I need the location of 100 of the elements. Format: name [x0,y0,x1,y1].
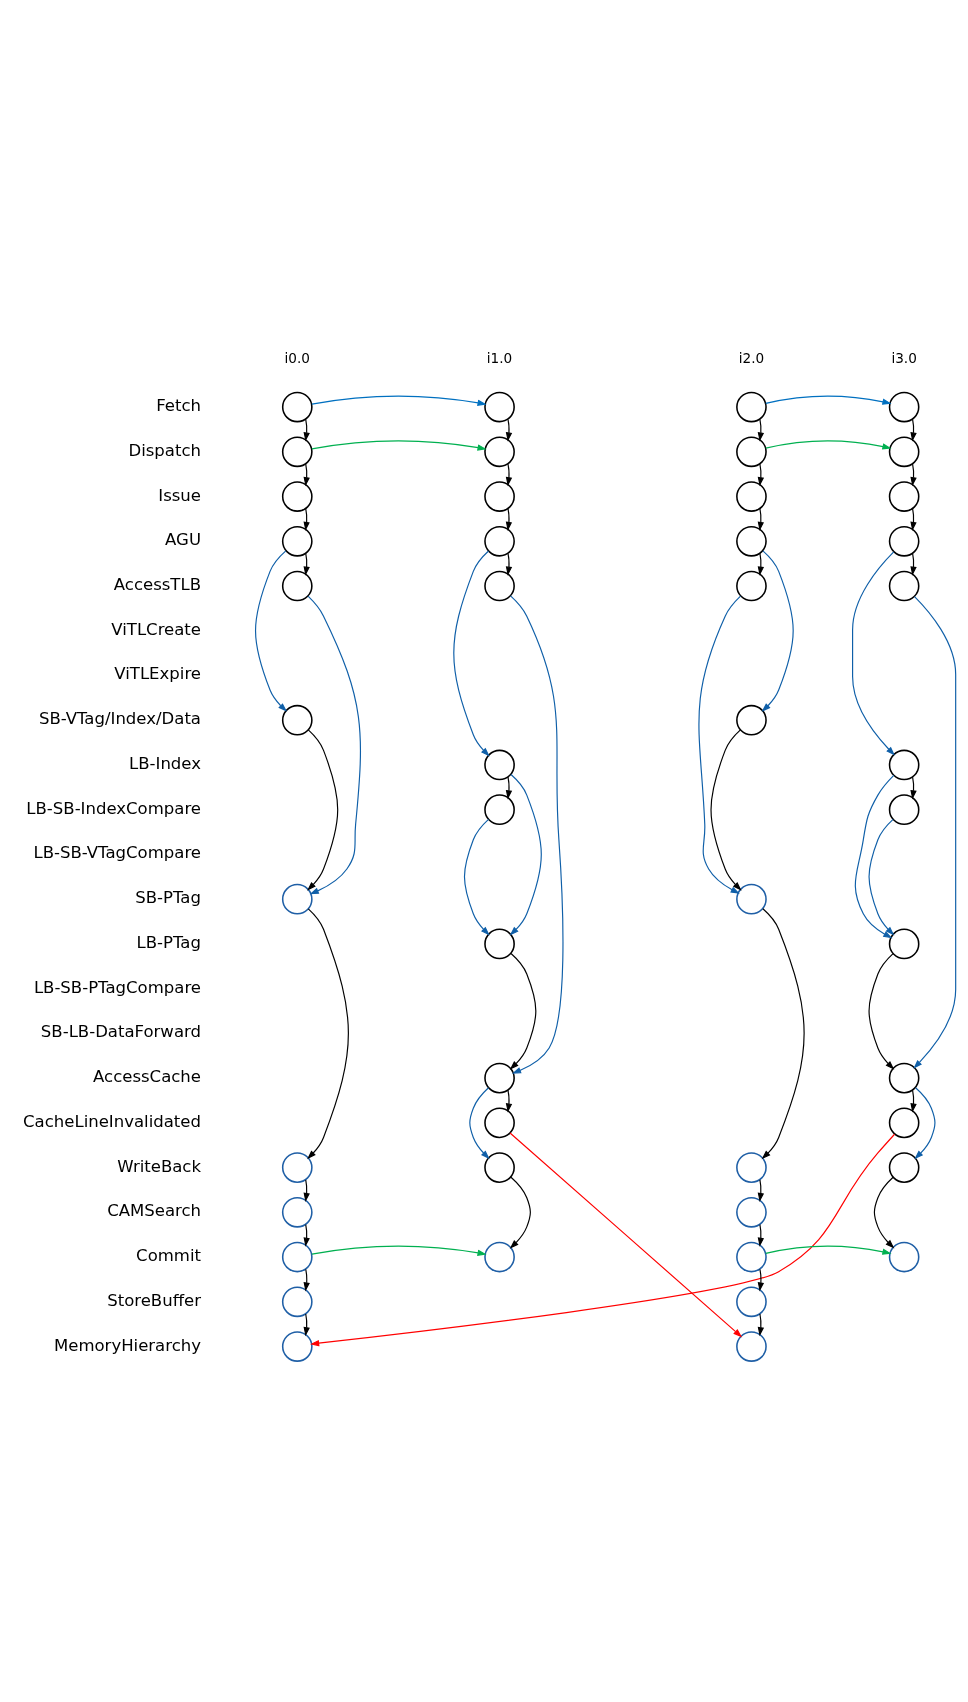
node-circle [281,883,313,914]
label: i1.0 [486,349,513,366]
label: Dispatch [128,440,201,460]
label: AccessCache [93,1066,201,1086]
arrow [453,549,490,756]
node-circle [736,480,767,512]
label: Commit [136,1245,201,1265]
label: WriteBack [117,1156,201,1176]
arrow [757,418,765,442]
label: CacheLineInvalidated [23,1111,201,1131]
node-circle [888,570,920,601]
arrow [463,818,490,935]
node-circle [888,1062,920,1093]
node-circle [281,435,313,467]
arrow [307,595,362,894]
label: ViTLExpire [114,663,201,683]
arrow [910,418,917,442]
label: ViTLCreate [111,619,201,639]
arrow [910,462,917,486]
node-circle [736,435,767,467]
arrow [761,907,805,1159]
arrow [868,952,895,1070]
node-circle [484,570,515,601]
node-circle [281,525,313,557]
node-circle [484,793,515,825]
arrow [303,1312,310,1336]
node-circle [281,480,313,512]
label: SB-PTag [135,887,201,907]
arrow [757,1312,765,1336]
node-circle [484,391,515,422]
node-circle [281,1196,313,1228]
node-circle [736,1285,767,1317]
arrow [254,549,288,712]
arrow [914,1086,936,1159]
node-circle [888,435,920,467]
label: CAMSearch [107,1200,201,1220]
arrow [505,552,513,576]
node-circle [484,1151,515,1183]
arrow [910,776,917,799]
arrow [505,507,513,531]
arrow [757,1223,765,1247]
node-circle [888,1151,920,1183]
node-circle [736,391,767,422]
label: AGU [165,529,201,549]
arrow [873,1176,895,1249]
label: LB-PTag [136,932,201,952]
node-circle [736,1241,767,1272]
node-circle [484,1106,515,1138]
node-circle [484,525,515,557]
node-circle [736,1330,767,1362]
arrow [303,1178,310,1202]
label: MemoryHierarchy [53,1335,201,1355]
node-circle [736,570,767,601]
arrow [303,462,310,486]
node-circle [281,704,313,736]
arrow [509,773,542,935]
arrow [757,552,765,576]
arrow [505,418,513,442]
node-circle [888,749,920,780]
label: i0.0 [284,349,310,366]
arrow [311,439,487,451]
arrow [868,818,895,935]
arrow [710,728,742,891]
node-circle [736,1151,767,1183]
arrow [303,507,310,531]
arrow [913,595,957,1069]
arrow [307,907,349,1159]
node-circle [281,1330,313,1362]
label: SB-VTag/Index/Data [38,708,201,728]
label: LB-SB-VTagCompare [33,842,201,862]
arrow [757,462,765,486]
node-circle [484,928,515,959]
arrow [757,1178,765,1202]
label: AccessTLB [113,574,201,594]
node-circle [281,1151,313,1183]
arrow [303,1268,310,1292]
node-circle [281,570,313,601]
arrow [910,552,917,576]
node-circle [281,391,313,422]
node-circle [888,525,920,557]
arrow [505,462,513,486]
arrow [765,395,892,405]
node-circle [736,704,767,736]
arrow [311,395,487,406]
label: Issue [158,485,201,505]
label: LB-Index [129,753,201,773]
node-circle [736,1196,767,1228]
node-circle [888,793,920,825]
arrow [765,439,892,450]
arrow [303,418,310,442]
node-circle [888,928,920,959]
arrow [505,776,513,799]
arrow [469,1086,490,1159]
arrow [509,952,537,1070]
node-circle [281,1241,313,1272]
arrow [303,552,310,576]
arrow [761,549,794,712]
arrow [303,1223,310,1247]
arrow [510,594,564,1074]
node-circle [484,749,515,780]
